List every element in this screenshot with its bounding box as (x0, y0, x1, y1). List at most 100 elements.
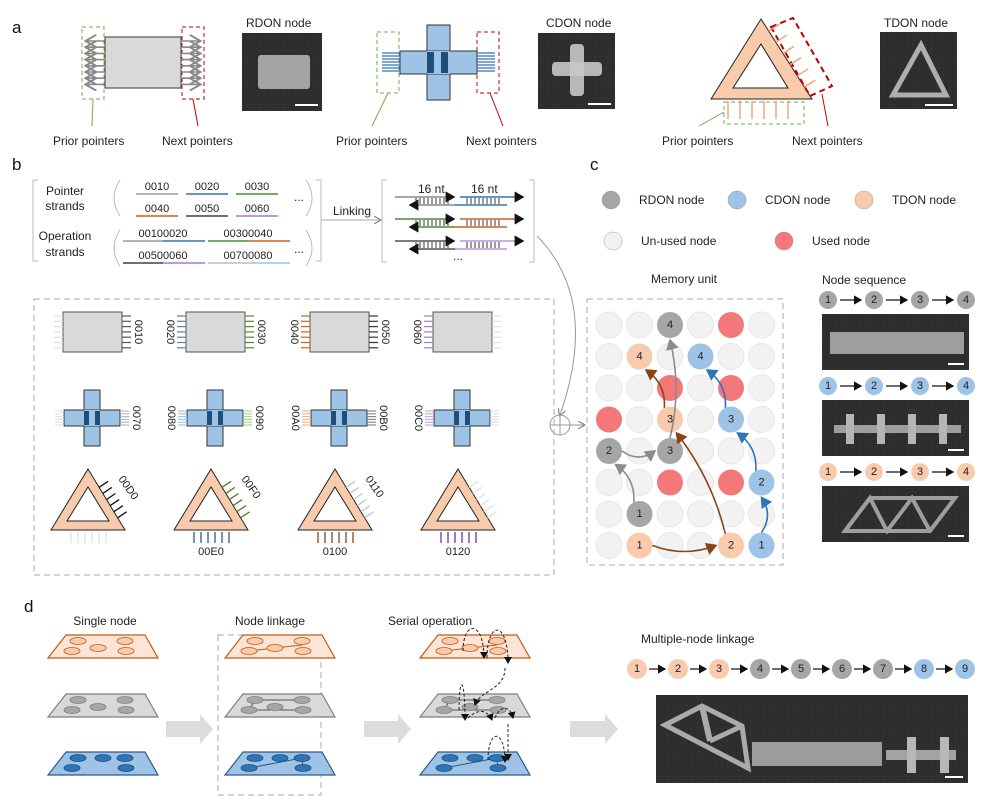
layer-node (117, 764, 135, 772)
next-pointer-strand (775, 34, 788, 43)
prior-pointer-code: 0040 (288, 320, 300, 344)
memory-cell-cdon (687, 343, 714, 370)
next-leader-line (489, 92, 504, 127)
multi-node-rdon (832, 659, 852, 679)
cdon-dark-bar (342, 411, 347, 425)
layer-node (435, 764, 453, 772)
layer-node (240, 764, 258, 772)
next-pointer-code: 00B0 (377, 405, 389, 431)
multi-node-number: 2 (675, 663, 681, 675)
memory-cell-tdon (657, 406, 683, 433)
multi-node-number: 1 (634, 663, 640, 675)
afm-shape (834, 425, 961, 433)
operation-strand-code: 00700080 (224, 250, 273, 262)
panel-a: a Prior pointers Next pointers RDON node (12, 16, 957, 148)
next-strand (102, 486, 113, 494)
afm-shape (908, 414, 916, 444)
memory-cell-used (657, 469, 683, 496)
serial-operation-arrows (458, 628, 516, 763)
next-strand (364, 511, 374, 519)
prior-pointers-box (723, 101, 805, 125)
layer-node (117, 647, 135, 655)
next-pointer-code: 00D0 (116, 474, 141, 502)
pointer-strand-code: 0030 (245, 181, 269, 193)
multi-node-tdon (627, 659, 647, 679)
next-pointers-label: Next pointers (792, 134, 863, 148)
link-arrow-tdon (644, 369, 666, 408)
memory-cell-used (718, 469, 744, 496)
layer-node (441, 637, 459, 645)
step-label-single: Single node (73, 614, 137, 628)
next-strand (345, 480, 356, 488)
cdon-dark-bar (207, 411, 212, 425)
prior-pointers-box (81, 26, 105, 100)
cdon-schematic: Prior pointers Next pointers CDON node (336, 16, 615, 148)
memory-cell-rdon (626, 501, 653, 527)
layer-node (246, 637, 264, 645)
layer-node (69, 696, 87, 704)
next-strand (109, 499, 120, 507)
sequence-node-number: 4 (963, 380, 969, 392)
layer-node (294, 647, 312, 655)
memory-cell-number: 4 (667, 319, 673, 331)
memory-cell-cdon (718, 406, 744, 433)
paren (113, 229, 121, 267)
pointer-strand-code: 0010 (145, 181, 169, 193)
to-memory-arrow (536, 235, 577, 415)
legend-label-cdon: CDON node (765, 193, 831, 207)
memory-cell-unused (626, 374, 653, 402)
cdon-dark-bar (218, 411, 223, 425)
memory-cell-number: 3 (728, 414, 734, 426)
tdon-hole (189, 486, 233, 522)
layer-node (293, 696, 311, 704)
layer-node (489, 647, 507, 655)
pointer-strands (87, 41, 199, 84)
layer-node (435, 647, 453, 655)
memory-cell-number: 1 (758, 540, 764, 552)
layer-node (488, 637, 506, 645)
next-pointers-label: Next pointers (466, 134, 537, 148)
legend-label-unused: Un-used node (641, 234, 717, 248)
multi-node-number: 6 (839, 663, 845, 675)
pointer-strands-label-1: Pointer (46, 184, 84, 198)
legend-swatch-tdon (854, 190, 874, 210)
legend-swatch-cdon (727, 190, 747, 210)
memory-cell-used (718, 312, 744, 338)
next-strand (468, 480, 479, 488)
memory-cell-unused (687, 500, 714, 528)
memory-cell-rdon (596, 438, 622, 464)
next-pointer-code: 0010 (132, 320, 144, 344)
paren (305, 179, 313, 217)
prior-pointers-label: Prior pointers (662, 134, 733, 148)
layer-node (116, 696, 134, 704)
afm-shape (843, 494, 932, 535)
sequence-node-rdon (865, 291, 883, 309)
sequence-node-cdon (819, 377, 837, 395)
operation-strands-label-2: strands (45, 245, 84, 259)
memory-grid (595, 311, 775, 559)
memory-cell-unused (595, 532, 623, 559)
next-strand (236, 505, 247, 513)
next-strand (221, 480, 232, 488)
layer-stacks (46, 634, 532, 776)
next-pointer-code: 0030 (255, 320, 267, 344)
afm-shape (877, 414, 885, 444)
prior-leader-line (91, 98, 94, 127)
next-pointers-box (181, 26, 205, 100)
memory-cell-number: 3 (667, 445, 673, 457)
paren (113, 179, 121, 217)
pointer-strands-label-2: strands (45, 199, 84, 213)
sequence-node-number: 2 (871, 466, 877, 478)
sequence-node-cdon (957, 377, 975, 395)
next-strand (356, 499, 367, 507)
cdon-dark-bar (95, 411, 100, 425)
next-pointer-code: 0050 (379, 320, 391, 344)
memory-cell-unused (626, 406, 653, 433)
panel-label-d: d (24, 597, 33, 616)
prior-pointer-code: 0120 (446, 546, 470, 558)
multi-node-tdon (668, 659, 688, 679)
next-pointer-code: 0110 (363, 474, 386, 500)
rdon-origami (185, 311, 246, 353)
operation-strand-code: 00500060 (139, 250, 188, 262)
